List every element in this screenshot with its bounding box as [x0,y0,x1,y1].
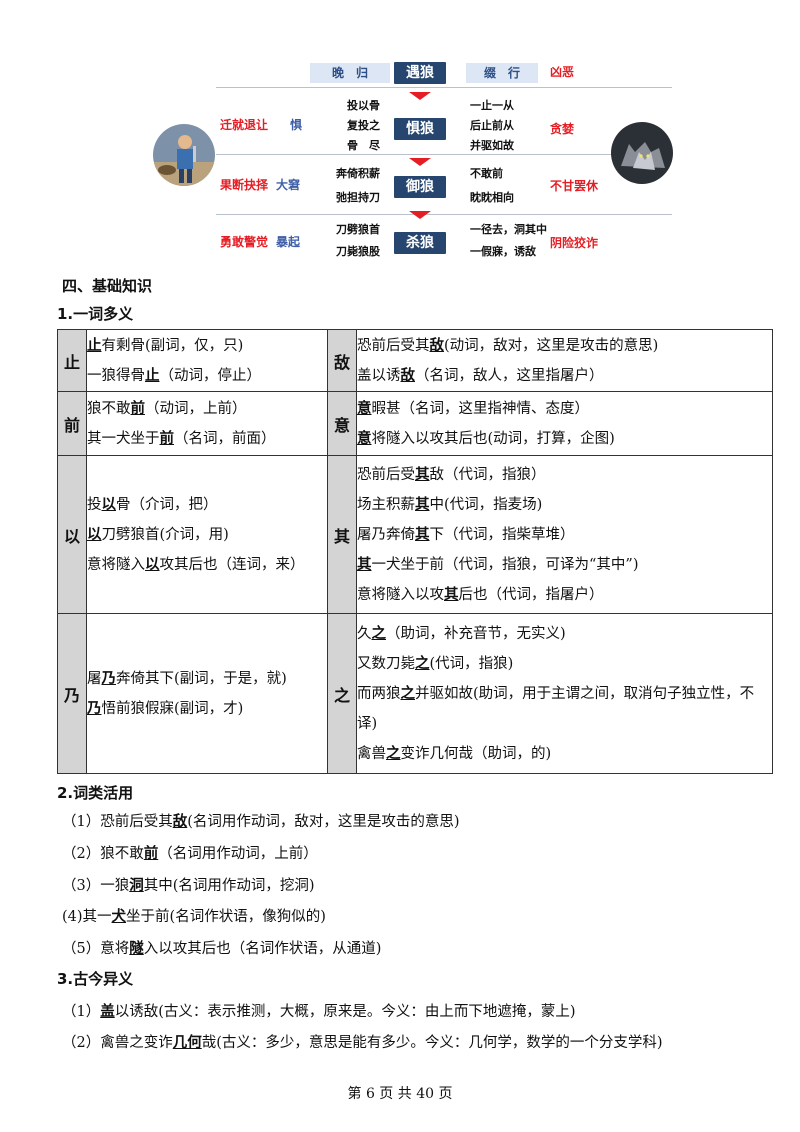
table-key: 止 [57,329,87,392]
table-definition: 止有剩骨(副词，仅，只) 一狼得骨止（动词，停止） [86,329,328,392]
wolf-trait: 贪婪 [550,122,575,136]
row4-left-line: 刀劈狼首 [336,223,380,236]
diagram-divider [216,154,672,155]
table-row: 前 狼不敢前（动词，上前） 其一犬坐于前（名词，前面） 意 意暇甚（名词，这里指… [57,391,773,456]
wolf-trait-fierce: 凶恶 [550,65,575,79]
man-state: 暴起 [276,235,301,249]
list-item: (4)其一犬坐于前(名词作状语，像狗似的) [62,908,326,925]
row1-right-label: 缀 行 [466,63,538,83]
man-trait: 迁就退让 [220,118,269,132]
table-definition: 狼不敢前（动词，上前） 其一犬坐于前（名词，前面） [86,391,328,456]
table-key: 之 [327,613,357,774]
arrow-down-icon [409,158,431,166]
polysemy-table: 止 止有剩骨(副词，仅，只) 一狼得骨止（动词，停止） 敌 恐前后受其敌(动词，… [57,329,773,774]
row4-left-line: 刀毙狼股 [336,245,380,258]
table-definition: 投以骨（介词，把） 以刀劈狼首(介词，用) 意将隧入以攻其后也（连词，来） [86,455,328,614]
row2-left-line: 骨 尽 [347,139,380,152]
table-key: 意 [327,391,357,456]
stage-fear-wolf: 惧狼 [394,118,446,140]
row2-left-line: 投以骨 [347,99,380,112]
arrow-down-icon [409,211,431,219]
list-item: （1）恐前后受其敌(名词用作动词，敌对，这里是攻击的意思) [62,813,460,830]
man-trait: 勇敢警觉 [220,235,269,249]
butcher-illustration-icon [153,124,215,186]
table-definition: 恐前后受其敌(动词，敌对，这里是攻击的意思) 盖以诱敌（名词，敌人，这里指屠户） [356,329,773,392]
section-title: 四、基础知识 [62,277,153,295]
wolf-trait: 不甘罢休 [550,179,599,193]
table-row: 以 投以骨（介词，把） 以刀劈狼首(介词，用) 意将隧入以攻其后也（连词，来） … [57,455,773,614]
diagram-divider [216,214,672,215]
table-key: 前 [57,391,87,456]
row3-left-line: 奔倚积薪 [336,167,380,180]
row4-right-line: 一径去，洞其中 [470,223,547,236]
stage-kill-wolf: 杀狼 [394,232,446,254]
table-key: 以 [57,455,87,614]
table-row: 乃 屠乃奔倚其下(副词，于是，就) 乃悟前狼假寐(副词，才) 之 久之（助词，补… [57,613,773,774]
subsection-polysemy: 1.一词多义 [57,305,134,323]
subsection-ancient-modern: 3.古今异义 [57,970,134,988]
list-item: （1）盖以诱敌(古义：表示推测，大概，原来是。今义：由上而下地遮掩，蒙上) [62,1003,576,1020]
stage-resist-wolf: 御狼 [394,176,446,198]
row2-right-line: 一止一从 [470,99,514,112]
subsection-word-class: 2.词类活用 [57,784,134,802]
stage-meet-wolf: 遇狼 [394,62,446,84]
page-number: 第 6 页 共 40 页 [347,1086,453,1102]
arrow-down-icon [409,92,431,100]
story-structure-diagram: 晚 归 遇狼 缀 行 凶恶 投以骨 复投之 骨 尽 迁就退让 惧 惧狼 一止一从… [150,52,680,267]
row2-left-line: 复投之 [347,119,380,132]
row1-left-label: 晚 归 [310,63,390,83]
table-definition: 意暇甚（名词，这里指神情、态度） 意将隧入以攻其后也(动词，打算，企图) [356,391,773,456]
row4-right-line: 一假寐，诱敌 [470,245,536,258]
table-key: 敌 [327,329,357,392]
wolf-trait: 阴险狡诈 [550,236,599,250]
table-key: 其 [327,455,357,614]
row3-right-line: 不敢前 [470,167,503,180]
man-state: 惧 [290,118,303,132]
man-state: 大窘 [276,178,301,192]
list-item: （2）狼不敢前（名词用作动词，上前） [62,845,318,862]
table-row: 止 止有剩骨(副词，仅，只) 一狼得骨止（动词，停止） 敌 恐前后受其敌(动词，… [57,329,773,392]
list-item: （5）意将隧入以攻其后也（名词作状语，从通道) [62,940,382,957]
list-item: （3）一狼洞其中(名词用作动词，挖洞) [62,877,315,894]
diagram-divider [216,87,672,88]
man-trait: 果断抉择 [220,178,269,192]
row2-right-line: 后止前从 [470,119,514,132]
row2-right-line: 并驱如故 [470,139,514,152]
table-key: 乃 [57,613,87,774]
list-item: （2）禽兽之变诈几何哉(古义：多少，意思是能有多少。今义：几何学，数学的一个分支… [62,1034,663,1051]
table-definition: 恐前后受其敌（代词，指狼） 场主积薪其中(代词，指麦场) 屠乃奔倚其下（代词，指… [356,455,773,614]
table-definition: 屠乃奔倚其下(副词，于是，就) 乃悟前狼假寐(副词，才) [86,613,328,774]
table-definition: 久之（助词，补充音节，无实义) 又数刀毙之(代词，指狼) 而两狼之并驱如故(助词… [356,613,773,774]
row3-right-line: 眈眈相向 [470,191,514,204]
row3-left-line: 弛担持刀 [336,191,380,204]
wolf-illustration-icon [611,122,673,184]
